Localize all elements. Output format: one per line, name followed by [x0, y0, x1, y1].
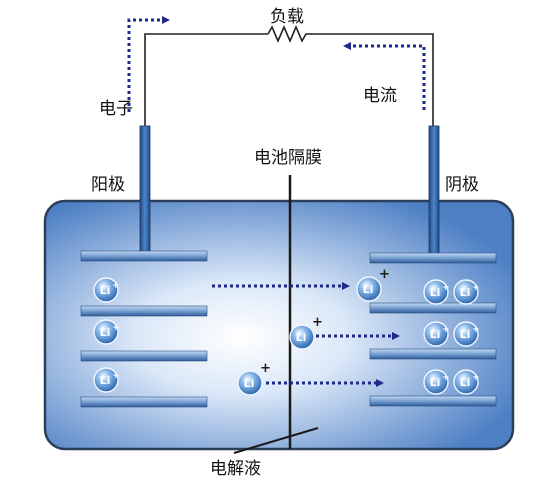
lithium-ion-icon: Li+: [93, 277, 120, 303]
anode-plate: [80, 305, 208, 317]
lithium-ion-icon: Li+: [93, 319, 120, 345]
ion-symbol: Li: [100, 374, 111, 387]
current-flow-arrow: [343, 42, 426, 110]
electron-flow-arrow: [127, 16, 170, 112]
cathode-terminal: [428, 125, 440, 261]
ion-migration-arrows: [212, 282, 400, 387]
ion-charge: +: [112, 371, 120, 381]
cathode-label: 阴极: [445, 175, 479, 195]
anode-terminal: [139, 125, 151, 261]
circuit-wire: [144, 33, 434, 128]
ion-symbol: Li: [460, 376, 471, 389]
ion-charge: +: [312, 315, 323, 330]
lithium-ions: Li+Li+Li+Li+Li+Li+Li+Li+Li+Li+Li+Li+: [93, 267, 480, 396]
ion-symbol: Li: [363, 283, 374, 296]
ion-charge: +: [472, 325, 480, 335]
ion-symbol: Li: [244, 377, 255, 390]
ion-charge: +: [472, 373, 480, 383]
ion-symbol: Li: [100, 284, 111, 297]
anode-label: 阳极: [91, 175, 125, 195]
electrolyte-pointer: [233, 427, 319, 454]
lithium-ion-icon: Li+: [453, 369, 480, 395]
ion-symbol: Li: [430, 328, 441, 341]
ion-symbol: Li: [296, 331, 307, 344]
ion-charge: +: [442, 283, 450, 293]
resistor-icon: [267, 24, 309, 44]
lithium-ion-icon: Li+: [453, 321, 480, 347]
cathode-plate: [369, 252, 497, 264]
ion-symbol: Li: [430, 286, 441, 299]
current-label: 电流: [363, 86, 397, 106]
ion-charge: +: [260, 361, 271, 376]
lithium-ion-icon: Li+: [93, 367, 120, 393]
ion-charge: +: [112, 281, 120, 291]
ion-charge: +: [112, 323, 120, 333]
ion-symbol: Li: [460, 328, 471, 341]
ion-symbol: Li: [100, 326, 111, 339]
cathode-plate: [369, 395, 497, 407]
ion-charge: +: [379, 267, 390, 282]
lithium-ion-icon: Li +: [289, 315, 323, 350]
cathode-plates: [369, 252, 497, 407]
ion-symbol: Li: [430, 376, 441, 389]
lithium-ion-icon: Li +: [356, 267, 390, 302]
lithium-ion-icon: Li+: [423, 279, 450, 305]
lithium-ion-icon: Li+: [423, 321, 450, 347]
load-label: 负载: [270, 7, 304, 27]
electron-label: 电子: [99, 99, 133, 119]
electrolyte-label: 电解液: [210, 459, 261, 479]
anode-plates: [80, 250, 208, 408]
anode-plate: [80, 250, 208, 262]
cathode-plate: [369, 348, 497, 360]
ion-symbol: Li: [460, 286, 471, 299]
ion-charge: +: [442, 325, 450, 335]
lithium-ion-icon: Li+: [453, 279, 480, 305]
ion-charge: +: [442, 373, 450, 383]
lithium-ion-icon: Li+: [423, 369, 450, 395]
anode-plate: [80, 350, 208, 362]
anode-plate: [80, 396, 208, 408]
separator-label: 电池隔膜: [254, 148, 322, 168]
cathode-plate: [369, 302, 497, 314]
ion-charge: +: [472, 283, 480, 293]
lithium-ion-icon: Li +: [237, 361, 271, 396]
